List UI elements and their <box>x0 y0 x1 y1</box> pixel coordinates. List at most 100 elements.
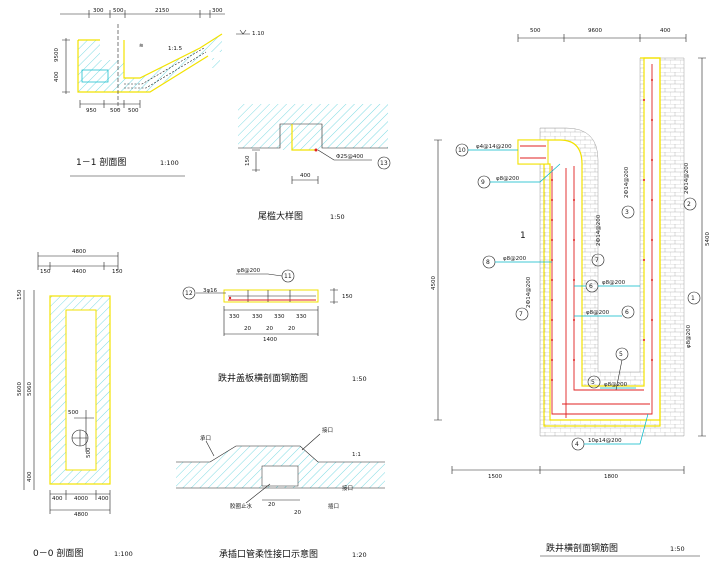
tail-dim-400: 400 <box>300 173 311 179</box>
joint-label-1: 承口 <box>200 434 211 442</box>
s00-left-400: 400 <box>27 471 33 482</box>
joint-label-2: 接口 <box>322 426 333 434</box>
callout-tag: 2 <box>687 201 691 208</box>
callout-text: φ8@200 <box>602 280 626 286</box>
callout-text: φ8@200 <box>686 324 692 348</box>
s00-inner-500b: 500 <box>86 447 92 458</box>
cover-dim-2: 330 <box>252 314 263 320</box>
s00-inner-500: 500 <box>68 410 79 416</box>
callout-3: 3 2Ф14@200 <box>621 166 635 219</box>
cover-dim-150: 150 <box>342 294 353 300</box>
s00-bot-400b: 400 <box>98 496 109 502</box>
s00-dim-top-2: 4400 <box>72 269 86 275</box>
section-0-0-title: 0－0 剖面图 <box>33 547 83 559</box>
drop-dim-bot-1: 1500 <box>488 474 502 480</box>
callout-tag: 5 <box>591 379 595 386</box>
joint-label-3: 1:1 <box>352 452 361 458</box>
callout-text: 2Ф14@200 <box>596 214 602 246</box>
drop-title: 跌井横剖面钢筋图 <box>546 542 618 554</box>
callout-tag: 4 <box>575 441 579 448</box>
callout-text: φ8@200 <box>503 256 527 262</box>
slope-label: 1:1.5 <box>168 46 183 52</box>
s00-bot-400a: 400 <box>52 496 63 502</box>
callout-text: 10φ14@200 <box>588 438 622 444</box>
pipe-joint-detail: 承口 接口 1:1 胶圈止水 插口 接口 20 20 承插口管柔性接口示意图 1… <box>176 426 385 560</box>
s00-dim-top-1: 150 <box>40 269 51 275</box>
rebar-dots <box>551 79 653 381</box>
tail-rebar: Φ25@400 <box>336 154 364 160</box>
callout-text: 2Ф14@200 <box>684 162 690 194</box>
callout-6a: 6 φ8@200 <box>574 279 640 293</box>
joint-scale: 1:20 <box>352 551 367 559</box>
callout-tag: 5 <box>619 351 623 358</box>
drop-scale: 1:50 <box>670 545 685 553</box>
joint-label-6: 接口 <box>342 484 353 492</box>
dim-bot-1: 950 <box>86 108 97 114</box>
s00-left-5060: 5060 <box>27 382 33 396</box>
cover-slab-section: φ8@200 11 12 3φ16 150 330 330 330 330 20… <box>182 268 367 384</box>
callout-tag: 7 <box>519 311 523 318</box>
cover-rebar-top: φ8@200 <box>237 268 261 274</box>
s00-dim-top-total: 4800 <box>72 249 86 255</box>
section-0-0: 4800 150 4400 150 500 500 150 5600 5060 … <box>17 249 133 559</box>
joint-label-5: 插口 <box>328 502 339 510</box>
callout-tag: 6 <box>625 309 629 316</box>
callout-7a: 7 2Ф14@200 <box>591 214 605 267</box>
cover-scale: 1:50 <box>352 375 367 383</box>
callout-text: 2Ф14@200 <box>624 166 630 198</box>
cover-title: 跌井盖板横剖面钢筋图 <box>218 372 308 384</box>
callout-tag: 3 <box>625 209 629 216</box>
callout-7b: 7 2Ф14@200 <box>515 276 532 321</box>
drop-dim-left: 4500 <box>431 276 437 290</box>
joint-dim-20a: 20 <box>268 502 275 508</box>
cover-dim-3: 330 <box>274 314 285 320</box>
dim-left-1: 9500 <box>54 48 60 62</box>
cover-rebar-left: 3φ16 <box>203 288 218 294</box>
drop-section-mark: 1 <box>520 231 526 241</box>
callout-tag: 1 <box>691 295 695 302</box>
section-1-1: 300 500 2150 300 ≋ 1:1.5 1.10 9500 400 9… <box>54 8 265 177</box>
callout-text: φ8@200 <box>586 310 610 316</box>
section-0-0-scale: 1:100 <box>114 550 133 558</box>
callout-text: φ8@200 <box>604 382 628 388</box>
cover-dim-4: 330 <box>296 314 307 320</box>
cover-dim-1: 330 <box>229 314 240 320</box>
s00-dim-top-3: 150 <box>112 269 123 275</box>
joint-dim-20b: 20 <box>294 510 301 516</box>
callout-8: 8 φ8@200 <box>482 255 552 269</box>
dim-left-2: 400 <box>54 71 60 82</box>
tail-dim-150: 150 <box>245 155 251 166</box>
drop-dim-top-2: 9600 <box>588 28 602 34</box>
callout-tag: 7 <box>595 257 599 264</box>
callout-6b: 6 φ8@200 <box>574 305 635 319</box>
drop-dim-bot-2: 1800 <box>604 474 618 480</box>
drop-well-section: 500 9600 400 <box>431 28 711 557</box>
cover-gap-3: 20 <box>288 326 295 332</box>
cover-gap-2: 20 <box>266 326 273 332</box>
callout-5a: 5 φ8@200 <box>587 375 636 389</box>
cover-tag-top: 11 <box>284 273 292 280</box>
tail-sill-detail: 150 400 Φ25@400 13 尾槛大样图 1:50 <box>238 104 391 222</box>
dim-bot-3: 500 <box>128 108 139 114</box>
callout-9: 9 φ8@200 <box>477 163 561 189</box>
callout-4: 4 10φ14@200 <box>571 413 649 451</box>
callout-text: φ8@200 <box>496 176 520 182</box>
pipe-box <box>81 69 109 83</box>
dim-bot-2: 500 <box>110 108 121 114</box>
tail-tag: 13 <box>380 160 388 167</box>
s00-bot-4800: 4800 <box>74 512 88 518</box>
level-label: 1.10 <box>252 31 265 37</box>
callout-text: 2Ф14@200 <box>526 276 532 308</box>
tail-scale: 1:50 <box>330 213 345 221</box>
callout-tag: 9 <box>481 179 485 186</box>
dim-top-1: 300 <box>93 8 104 14</box>
cover-tag-left: 12 <box>185 290 193 297</box>
s00-left-5600: 5600 <box>17 382 23 396</box>
callout-tag: 10 <box>458 147 466 154</box>
s00-bot-4000: 4000 <box>74 496 88 502</box>
s00-left-150: 150 <box>17 289 23 300</box>
callout-10: 10 φ4@14@200 <box>455 143 518 157</box>
water-mark-icon: ≋ <box>139 43 144 49</box>
callout-text: φ4@14@200 <box>476 144 512 150</box>
section-1-1-scale: 1:100 <box>160 159 179 167</box>
